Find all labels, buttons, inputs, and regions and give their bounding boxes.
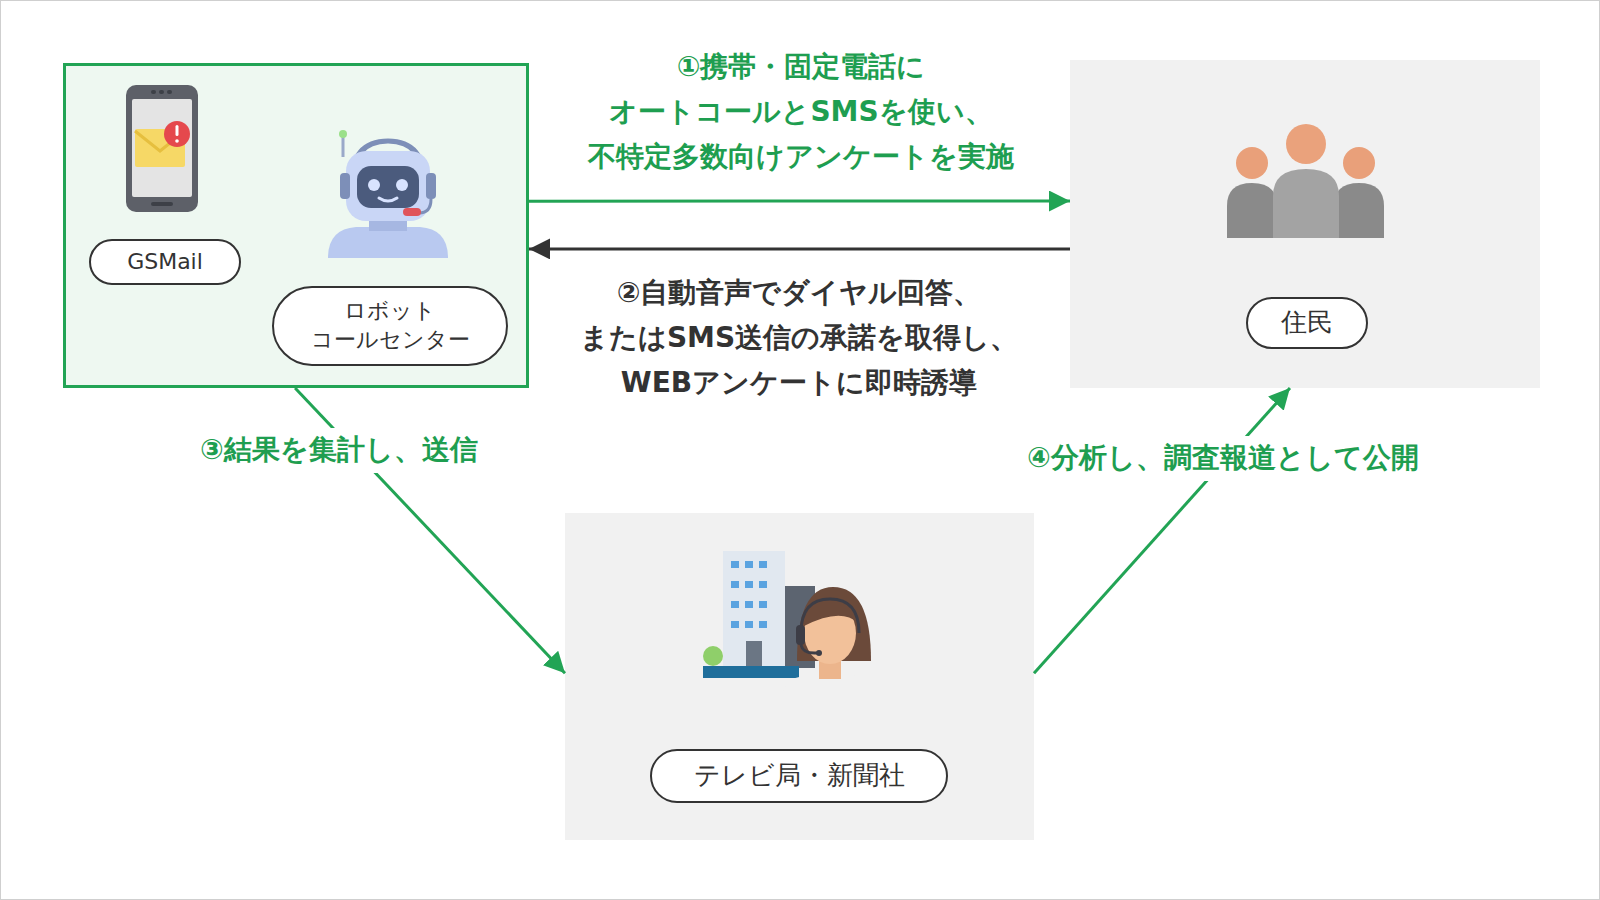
actor-panel: テレビ局・新聞社 xyxy=(565,513,1034,840)
service-pill: GSMail xyxy=(89,239,241,285)
actor-pill: 住民 xyxy=(1246,297,1368,349)
edge-label-box: ①携帯・固定電話に オートコールとSMSを使い、 不特定多数向けアンケートを実施 xyxy=(541,45,1061,179)
node-label: 住民 xyxy=(1281,306,1333,340)
robot-icon xyxy=(328,130,448,258)
flow-arrow xyxy=(1034,388,1290,673)
node-label: ロボット コールセンター xyxy=(295,297,485,354)
edge-label: ④分析し、調査報道として公開 xyxy=(1019,436,1427,481)
flow-arrow xyxy=(529,200,1070,203)
actor-pill: テレビ局・新聞社 xyxy=(650,749,948,803)
residents-icon xyxy=(1227,124,1384,238)
node-label: テレビ局・新聞社 xyxy=(694,759,905,793)
edge-label: ③結果を集計し、送信 xyxy=(192,428,486,473)
edge-label-box: ④分析し、調査報道として公開 xyxy=(1019,436,1427,481)
service-pill: ロボット コールセンター xyxy=(272,286,508,366)
edge-label-box: ②自動音声でダイヤル回答、 またはSMS送信の承諾を取得し、 WEBアンケートに… xyxy=(539,271,1059,405)
edge-label: ②自動音声でダイヤル回答、 またはSMS送信の承諾を取得し、 WEBアンケートに… xyxy=(539,271,1059,405)
phone-icon xyxy=(126,85,198,212)
node-label: GSMail xyxy=(127,248,203,277)
edge-label: ①携帯・固定電話に オートコールとSMSを使い、 不特定多数向けアンケートを実施 xyxy=(541,45,1061,179)
edge-label-box: ③結果を集計し、送信 xyxy=(192,428,486,473)
flow-arrow xyxy=(529,247,1070,250)
media-icon xyxy=(703,551,879,714)
